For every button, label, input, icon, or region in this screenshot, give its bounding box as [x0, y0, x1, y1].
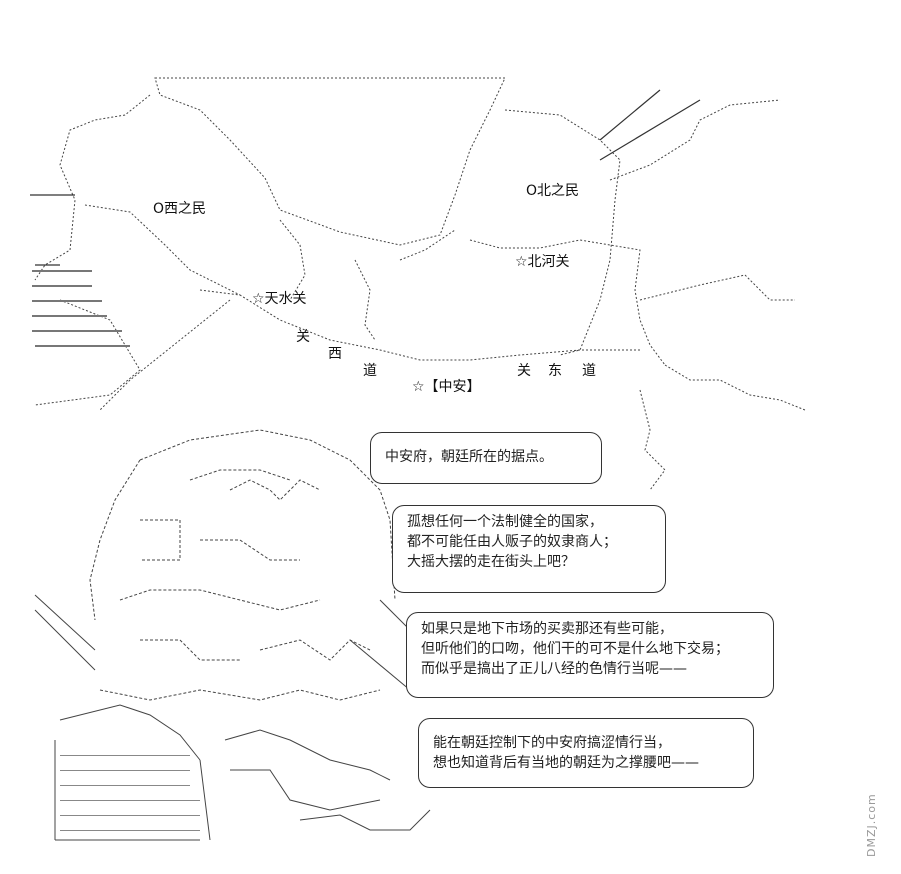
map-label-zhongan: ☆【中安】 [412, 379, 481, 395]
map-label-dao-left: 道 [363, 363, 377, 379]
speech-bubble-1: 中安府，朝廷所在的据点。 [370, 432, 602, 484]
speech-bubble-2: 孤想任何一个法制健全的国家， 都不可能任由人贩子的奴隶商人； 大摇大摆的走在街头… [392, 505, 666, 593]
bubble-4-line-1: 能在朝廷控制下的中安府搞涩情行当， [433, 735, 671, 751]
map-label-beihe-pass: ☆北河关 [515, 254, 570, 270]
speech-bubble-3: 如果只是地下市场的买卖那还有些可能， 但听他们的口吻，他们干的可不是什么地下交易… [406, 612, 774, 698]
bubble-1-line-1: 中安府，朝廷所在的据点。 [385, 449, 553, 465]
map-label-guan-right: 关 [517, 363, 531, 379]
map-label-north-people: O北之民 [526, 183, 580, 199]
map-label-dao-right: 道 [582, 363, 596, 379]
bubble-2-line-1: 孤想任何一个法制健全的国家， [407, 514, 603, 530]
map-label-dong: 东 [548, 363, 562, 379]
map-label-tianshui-pass: ☆天水关 [252, 291, 307, 307]
bubble-3-line-2: 但听他们的口吻，他们干的可不是什么地下交易； [421, 641, 729, 657]
speech-bubble-4: 能在朝廷控制下的中安府搞涩情行当， 想也知道背后有当地的朝廷为之撑腰吧—— [418, 718, 754, 788]
bubble-3-line-1: 如果只是地下市场的买卖那还有些可能， [421, 621, 673, 637]
map-label-west-people: O西之民 [153, 201, 207, 217]
bubble-4-line-2: 想也知道背后有当地的朝廷为之撑腰吧—— [433, 755, 699, 771]
map-label-guan: 关 [296, 329, 310, 345]
map-label-xi: 西 [328, 346, 342, 362]
watermark-logo: DMZJ.com [865, 793, 878, 857]
bubble-2-line-2: 都不可能任由人贩子的奴隶商人； [407, 534, 617, 550]
bubble-3-line-3: 而似乎是搞出了正儿八经的色情行当呢—— [421, 661, 687, 677]
bubble-2-line-3: 大摇大摆的走在街头上吧？ [407, 554, 575, 570]
